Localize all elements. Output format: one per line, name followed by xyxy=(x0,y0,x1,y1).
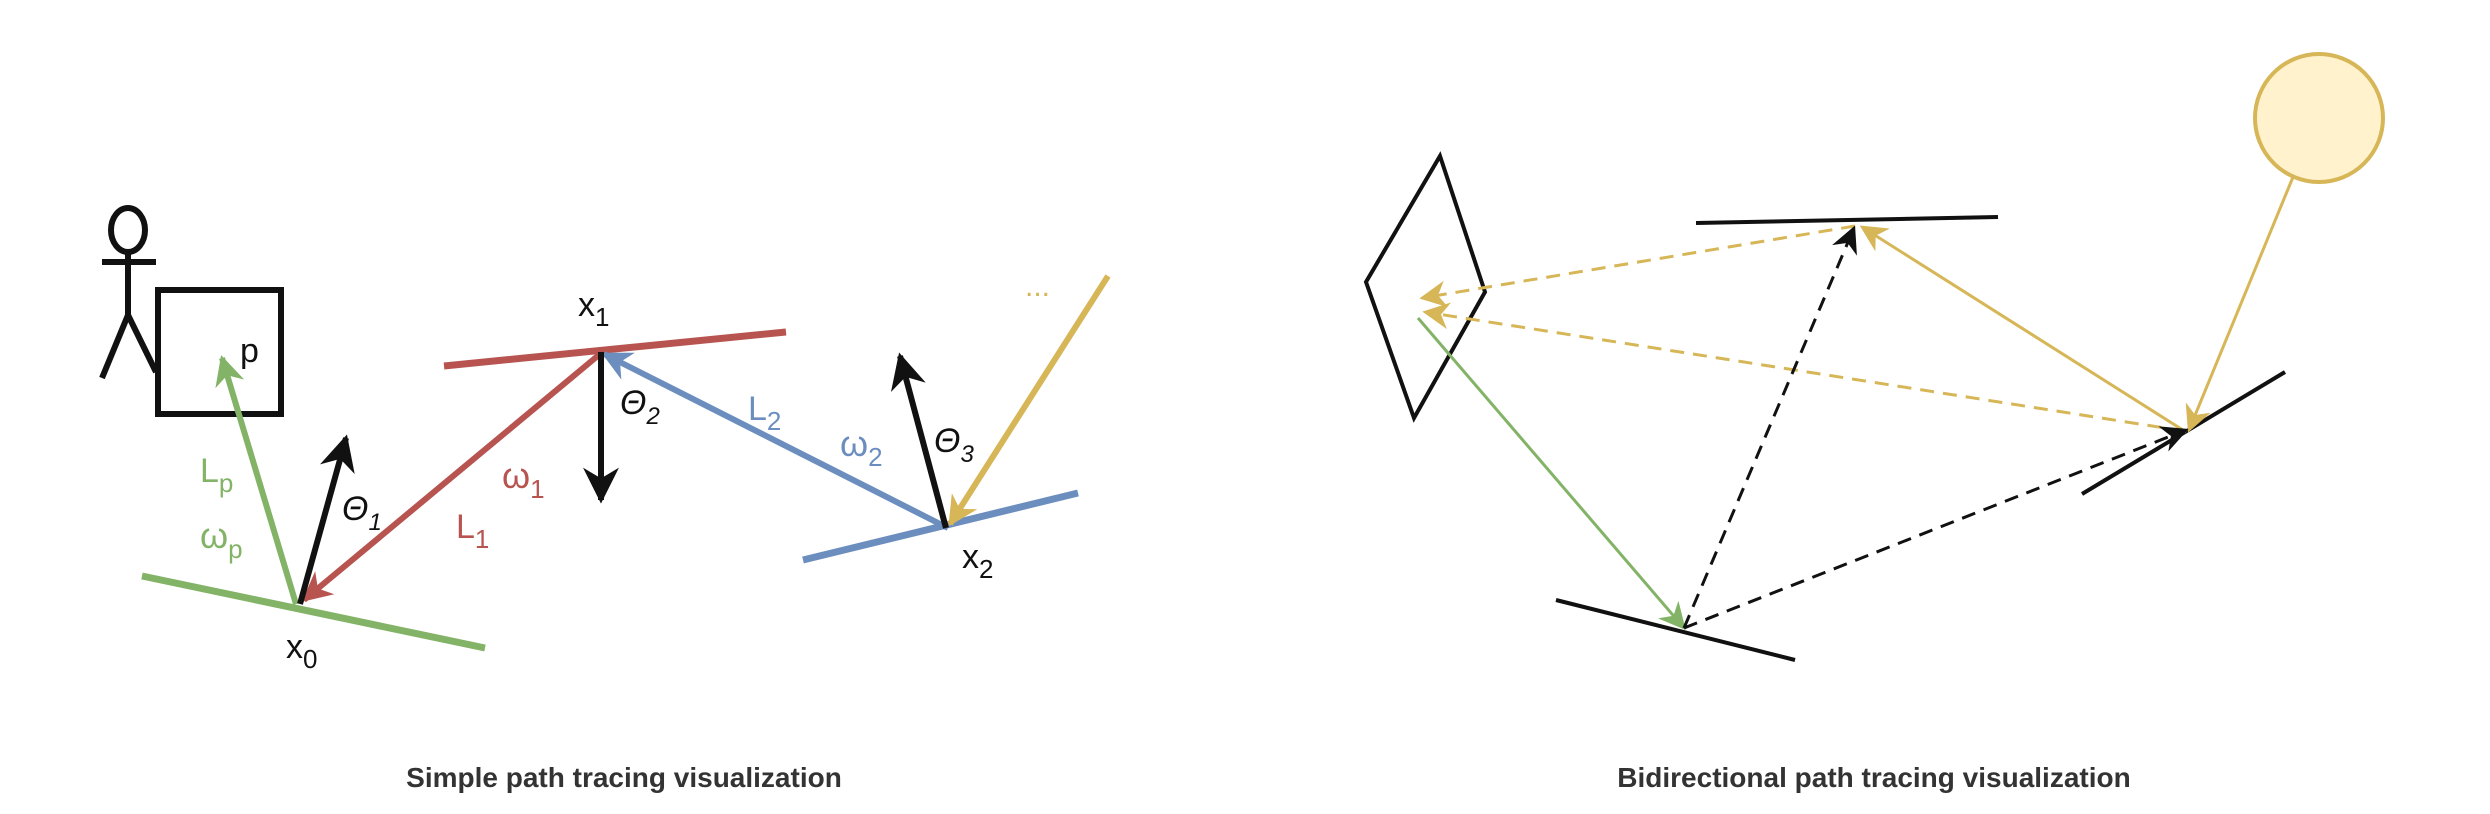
label-ellipsis: ... xyxy=(1025,270,1050,303)
camera-plane xyxy=(1363,151,1488,423)
surface-right xyxy=(2080,370,2287,496)
incoming-light-ray xyxy=(947,274,1111,527)
normal-x2 xyxy=(890,352,949,529)
caption-simple-path-tracing: Simple path tracing visualization xyxy=(406,762,842,793)
label-l2: L2 xyxy=(748,390,781,436)
label-theta3: Θ3 xyxy=(934,422,974,468)
label-x0: x0 xyxy=(286,628,317,674)
surface-x1 xyxy=(443,328,787,370)
surface-top xyxy=(1695,215,1999,225)
eye-ray xyxy=(1416,317,1686,631)
label-x2: x2 xyxy=(962,538,993,584)
surface-x0 xyxy=(141,572,486,652)
simple-path-tracing-diagram: p ... x0 x1 x2 Θ1 Θ2 Θ3 Lp ωp L1 ω1 L2 ω… xyxy=(99,205,1111,674)
ray-l1 xyxy=(301,351,602,603)
normal-x0 xyxy=(297,434,355,605)
light-ray-to-right xyxy=(2185,176,2295,433)
label-lp: Lp xyxy=(200,452,233,498)
ray-l2 xyxy=(601,351,950,531)
connection-right-to-camera xyxy=(1422,302,2185,433)
label-p: p xyxy=(240,332,259,370)
label-omega-p: ωp xyxy=(200,515,243,564)
label-omega1: ω1 xyxy=(502,455,545,504)
label-l1: L1 xyxy=(456,508,489,554)
light-ray-to-top xyxy=(1859,225,2187,434)
light-source-icon xyxy=(2253,52,2385,184)
label-theta2: Θ2 xyxy=(620,384,660,430)
connection-bottom-to-right xyxy=(1683,426,2189,630)
bidirectional-path-tracing-diagram xyxy=(1363,52,2385,662)
label-omega2: ω2 xyxy=(840,423,883,472)
connection-top-to-camera xyxy=(1419,224,1856,308)
image-plane-box xyxy=(155,287,284,417)
label-x1: x1 xyxy=(578,286,609,332)
surface-bottom xyxy=(1555,598,1796,662)
connection-bottom-to-top xyxy=(1682,225,1857,629)
label-theta1: Θ1 xyxy=(342,490,382,536)
stick-figure-icon xyxy=(99,205,159,380)
caption-bidirectional-path-tracing: Bidirectional path tracing visualization xyxy=(1617,762,2131,793)
ray-lp xyxy=(215,355,299,605)
